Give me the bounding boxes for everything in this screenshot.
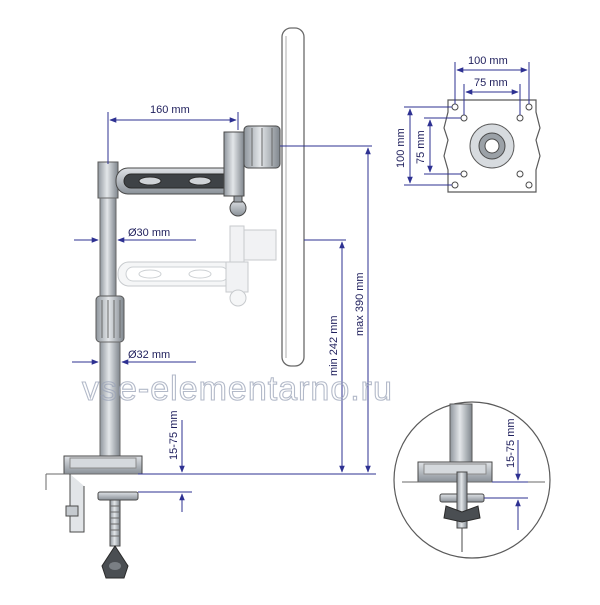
- detail-dimension-lines: [484, 440, 528, 530]
- clamp-range-label: 15-75 mm: [168, 410, 180, 460]
- max-height-label: max 390 mm: [354, 272, 366, 336]
- vesa-75-label: 75 mm: [474, 77, 508, 89]
- watermark: vse-elementarno.ru: [82, 370, 393, 408]
- detail-clamp-range-label: 15-75 mm: [505, 418, 517, 468]
- clamp-detail-view: [393, 401, 551, 559]
- arm-lower-position-ghost: [117, 225, 277, 307]
- base-diameter-label: Ø32 mm: [128, 349, 170, 361]
- vesa-plate: [443, 99, 541, 193]
- monitor-panel: [281, 27, 305, 367]
- mounting-pole: [95, 161, 125, 461]
- arm-upper-position: [115, 125, 281, 217]
- min-height-label: min 242 mm: [328, 315, 340, 376]
- vesa-75-vertical-label: 75 mm: [415, 130, 427, 164]
- desk-clamp: [45, 455, 170, 579]
- arm-length-label: 160 mm: [150, 104, 190, 116]
- vesa-100-vertical-label: 100 mm: [395, 128, 407, 168]
- vesa-100-label: 100 mm: [468, 55, 508, 67]
- vesa-dimension-lines: [404, 62, 530, 186]
- pole-diameter-label: Ø30 mm: [128, 227, 170, 239]
- dimension-lines: [72, 112, 376, 512]
